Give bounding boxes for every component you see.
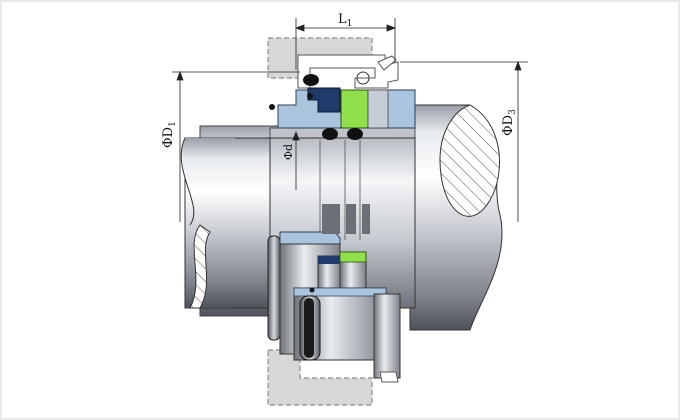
dimension-lines — [172, 18, 528, 222]
o-ring — [322, 128, 338, 140]
shaft-right-section-hatch — [439, 104, 500, 217]
o-ring — [303, 74, 319, 86]
dimension-label-D3: ΦD3 — [501, 109, 518, 136]
shaft-large-end — [409, 104, 503, 331]
seal-lower-3d — [267, 204, 401, 383]
o-ring-small — [307, 93, 313, 99]
o-ring-small — [269, 104, 275, 110]
dimension-label-d: Φd — [282, 144, 295, 160]
o-ring — [347, 128, 363, 140]
rotating-carrier — [307, 87, 341, 113]
seal-face-green — [340, 89, 369, 129]
dimension-label-D1: ΦD1 — [161, 121, 178, 148]
seal-upper-section — [269, 71, 416, 140]
dimension-label-L1: L1 — [338, 12, 352, 29]
shaft-left-section-hatch — [189, 224, 211, 309]
drive-pin — [356, 71, 370, 85]
